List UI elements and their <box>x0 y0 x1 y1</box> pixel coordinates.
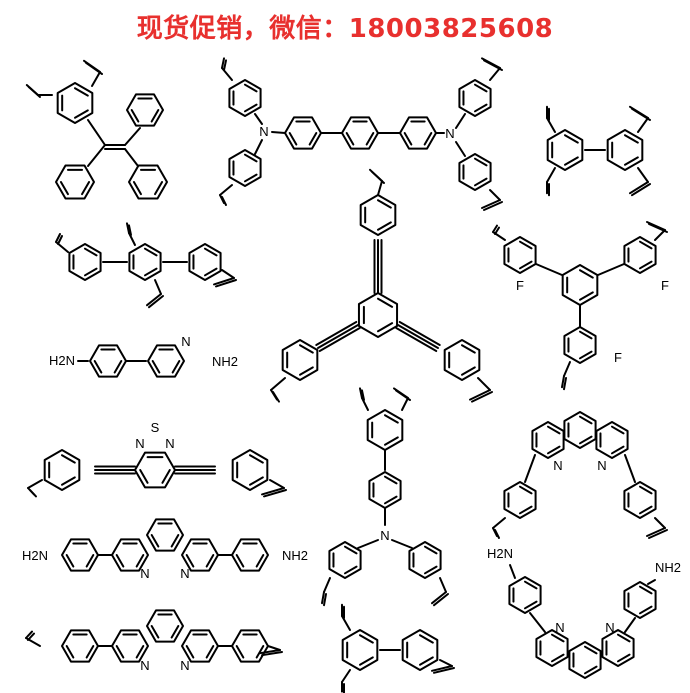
phenanthroline-diamine-3-8: H2N N N NH2 <box>22 518 308 581</box>
nitrogen-atom-left: N <box>259 124 268 139</box>
phenanthroline-nitrogen-left: N <box>555 620 564 635</box>
tetraphenylethylene-dialdehyde <box>25 59 168 200</box>
phenanthroline-nitrogen-left: N <box>140 566 149 581</box>
fluorine-atom-bottom: F <box>614 350 622 365</box>
fluoro-terphenyl-tri-aldehyde: F F F <box>492 221 669 391</box>
amine-label-left: H2N <box>22 548 48 563</box>
triphenylamine-tetra-aldehyde: N <box>321 387 449 607</box>
phenanthroline-nitrogen-right: N <box>180 566 189 581</box>
fluorine-atom-left: F <box>516 278 524 293</box>
thiadiazole-nitrogen-right: N <box>165 436 174 451</box>
amine-label-left: H2N <box>49 353 75 368</box>
benzothiadiazole-bis-ethynyl-dialdehyde: SN N <box>27 420 287 498</box>
amine-label-right: NH2 <box>282 548 308 563</box>
amine-nitrogen-center: N <box>380 528 389 543</box>
phenanthroline-nitrogen-right: N <box>180 658 189 673</box>
promo-banner: 现货促销，微信：18003825608 <box>136 14 554 44</box>
sulfur-atom: S <box>151 420 160 435</box>
nitrogen-atom-right: N <box>445 126 454 141</box>
aminophenyl-aminopyridine: H2N N NH2 <box>49 334 238 378</box>
thiadiazole-nitrogen-left: N <box>135 436 144 451</box>
phenanthroline-nitrogen-left: N <box>140 658 149 673</box>
fluorine-atom-right: F <box>661 278 669 293</box>
amine-label-right: NH2 <box>655 560 681 575</box>
biphenyl-tri-aldehyde <box>341 603 455 693</box>
terphenyl-tetra-aldehyde <box>55 222 237 309</box>
phenanthroline-nitrogen-right: N <box>605 620 614 635</box>
phenanthroline-nitrogen-left: N <box>553 458 562 473</box>
pyridine-nitrogen: N <box>181 334 190 349</box>
amine-label-right: NH2 <box>212 354 238 369</box>
tris-ethynyl-benzaldehyde <box>270 168 493 403</box>
amine-label-left: H2N <box>487 546 513 561</box>
phenanthroline-nitrogen-right: N <box>597 458 606 473</box>
biphenyl-tetra-aldehyde <box>546 105 651 197</box>
